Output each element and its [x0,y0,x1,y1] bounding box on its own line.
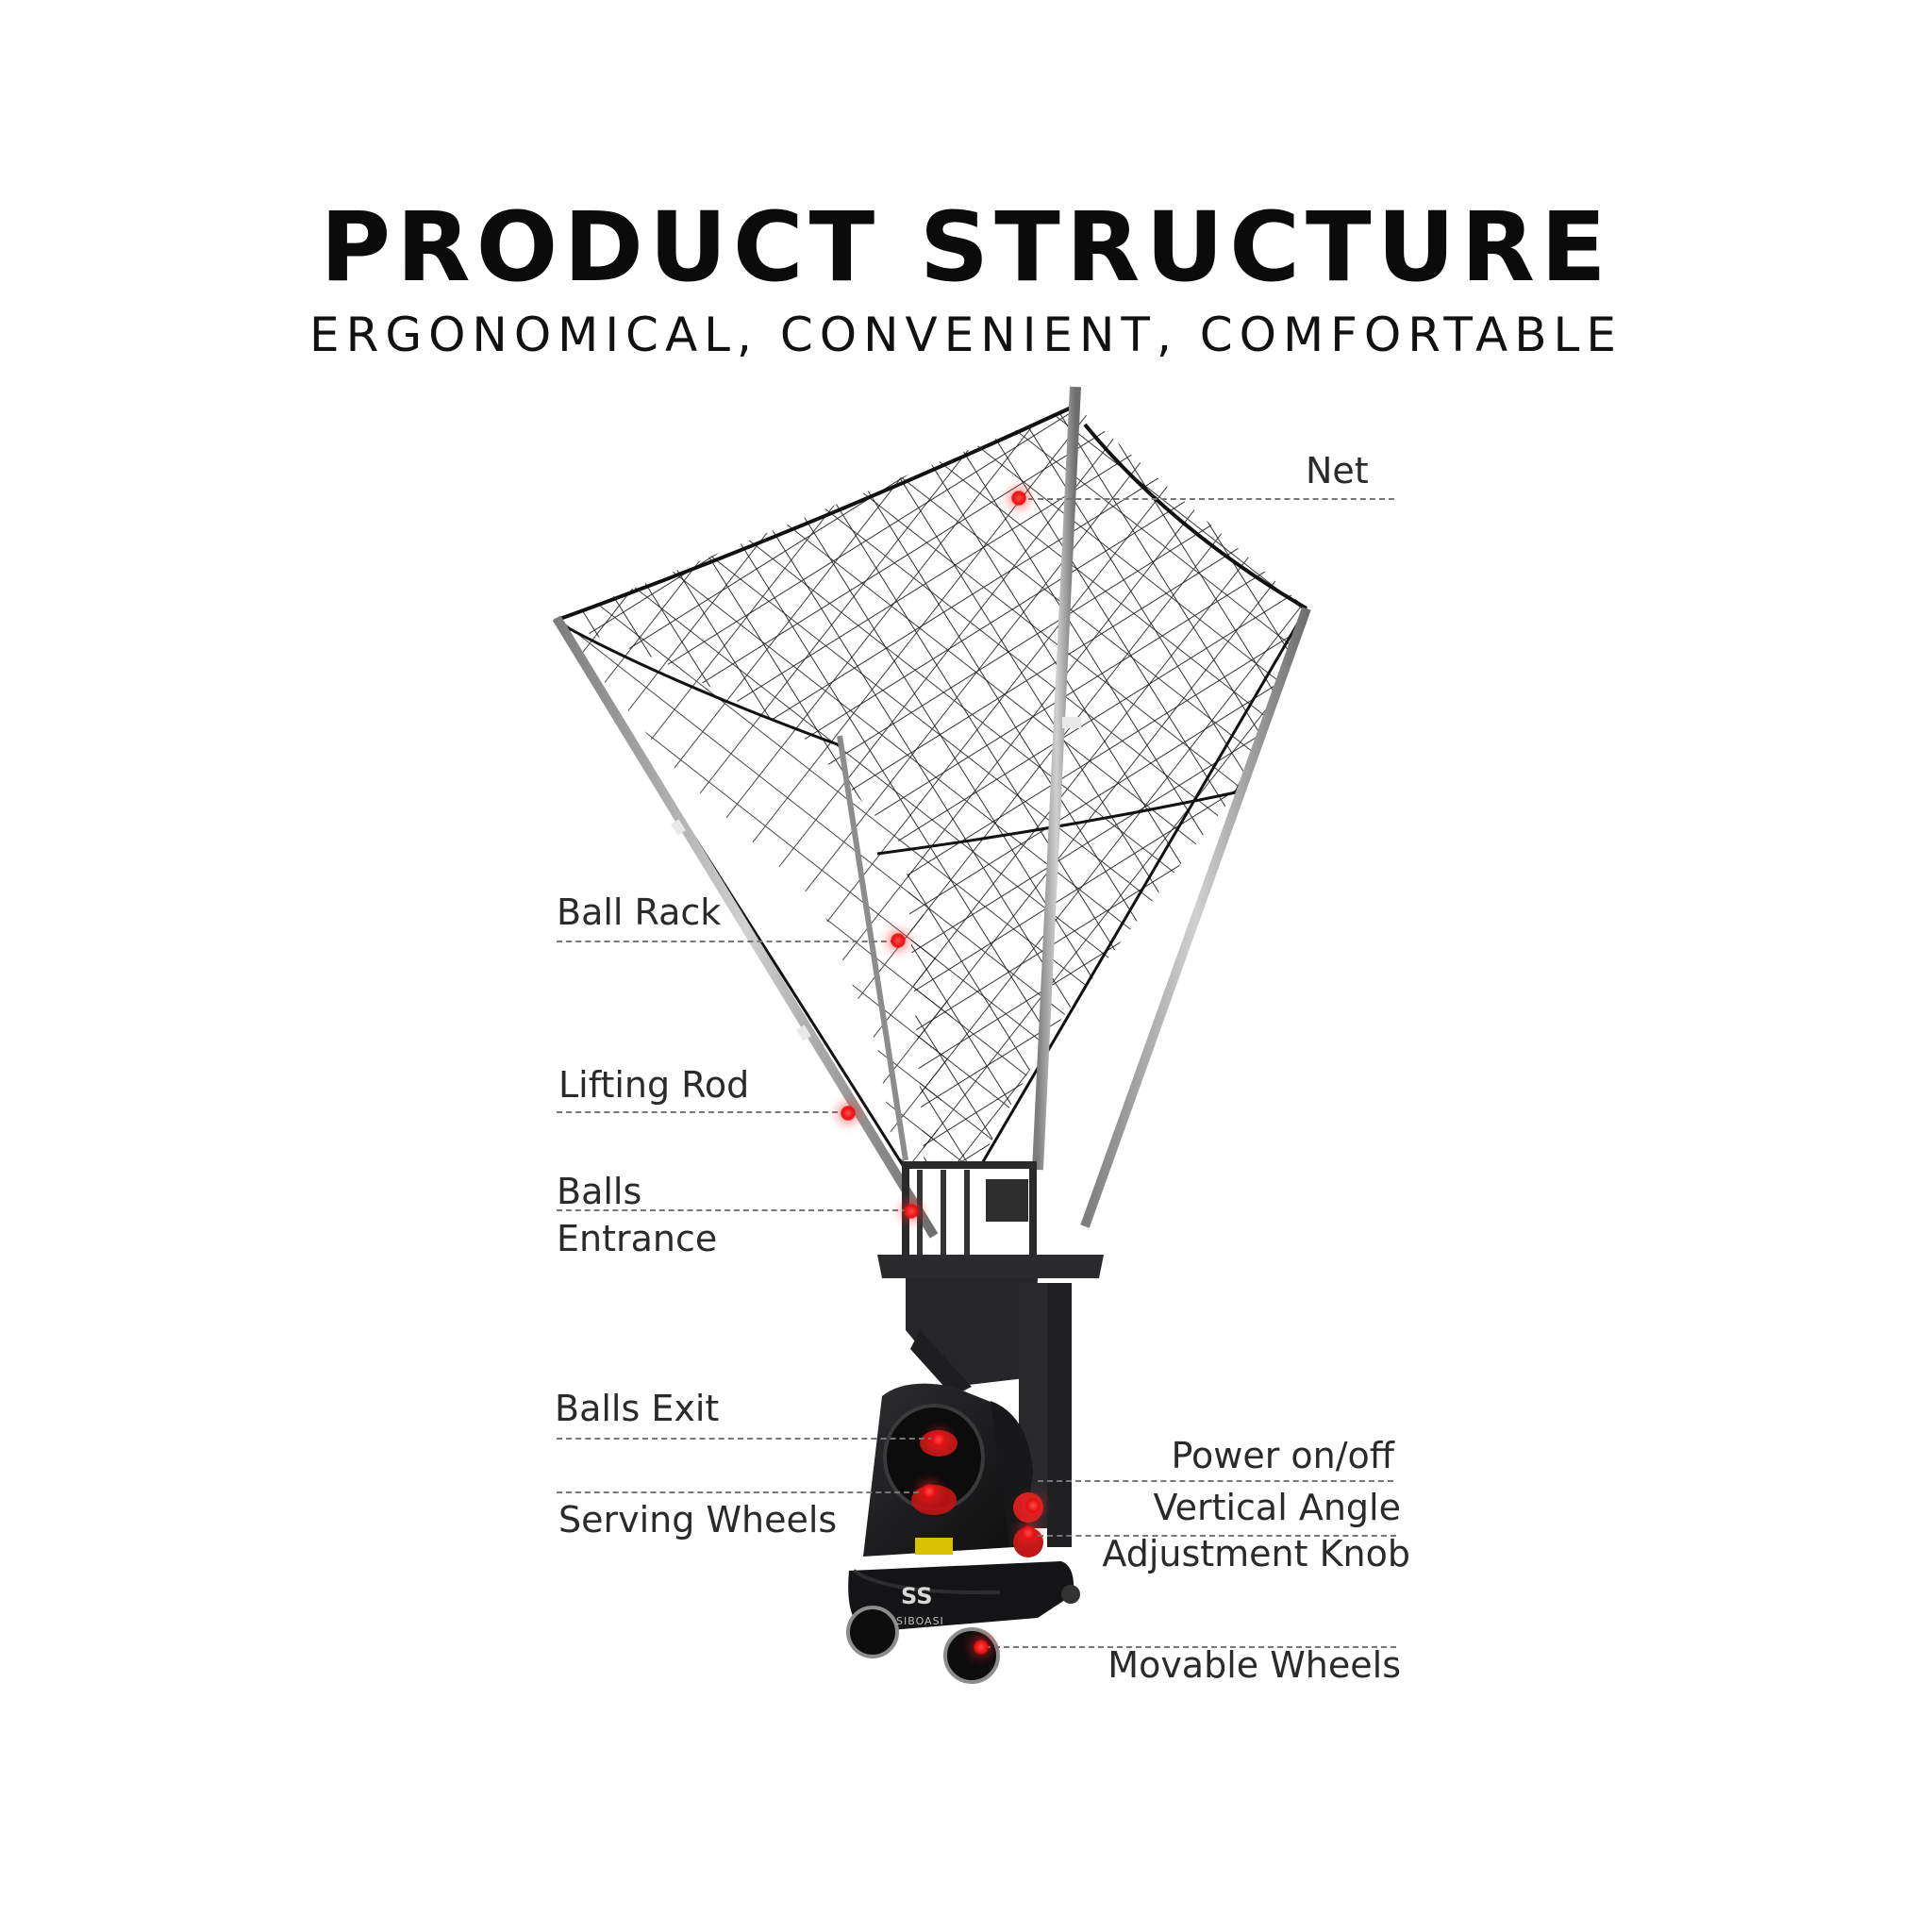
lifting-rods [552,386,1311,1239]
page-title: PRODUCT STRUCTURE [320,192,1612,304]
movable-wheels-label: Movable Wheels [1108,1644,1401,1686]
balls-entrance-leader [557,1209,908,1211]
serving-wheels-label: Serving Wheels [558,1499,838,1541]
machine-body [846,1161,1104,1684]
vertical-angle-label-line1: Vertical Angle [1153,1487,1401,1528]
vertical-angle-label-line2: Adjustment Knob [1102,1533,1410,1574]
page-subtitle: ERGONOMICAL, CONVENIENT, COMFORTABLE [308,308,1623,362]
ball-rack-leader [557,941,896,942]
power-marker [1025,1498,1041,1513]
net-leader [1019,498,1394,500]
vertical-angle-marker [1021,1525,1036,1541]
lifting-rod-leader [557,1111,847,1113]
lifting-rod-marker [841,1106,856,1121]
net-marker [1011,491,1026,506]
ball-rack-label: Ball Rack [557,891,722,933]
movable-wheels-leader [985,1646,1396,1648]
ball-rack-marker [891,933,906,948]
power-leader [1038,1480,1393,1482]
serving-wheels-leader [557,1491,928,1493]
machine-logo: SS [901,1583,933,1609]
power-label: Power on/off [1171,1435,1394,1476]
balls-entrance-label-line2: Entrance [557,1218,718,1259]
machine-brand-text: SIBOASI [896,1615,944,1627]
balls-exit-leader [557,1438,934,1440]
serving-wheels-marker [922,1484,937,1499]
balls-exit-marker [931,1432,946,1447]
vertical-angle-leader [1038,1535,1396,1537]
balls-entrance-label-line1: Balls [557,1171,642,1212]
movable-wheels-marker [974,1640,989,1655]
balls-entrance-marker [904,1204,919,1219]
lifting-rod-label: Lifting Rod [558,1064,750,1106]
balls-exit-label: Balls Exit [555,1388,720,1429]
net-label: Net [1306,450,1369,491]
